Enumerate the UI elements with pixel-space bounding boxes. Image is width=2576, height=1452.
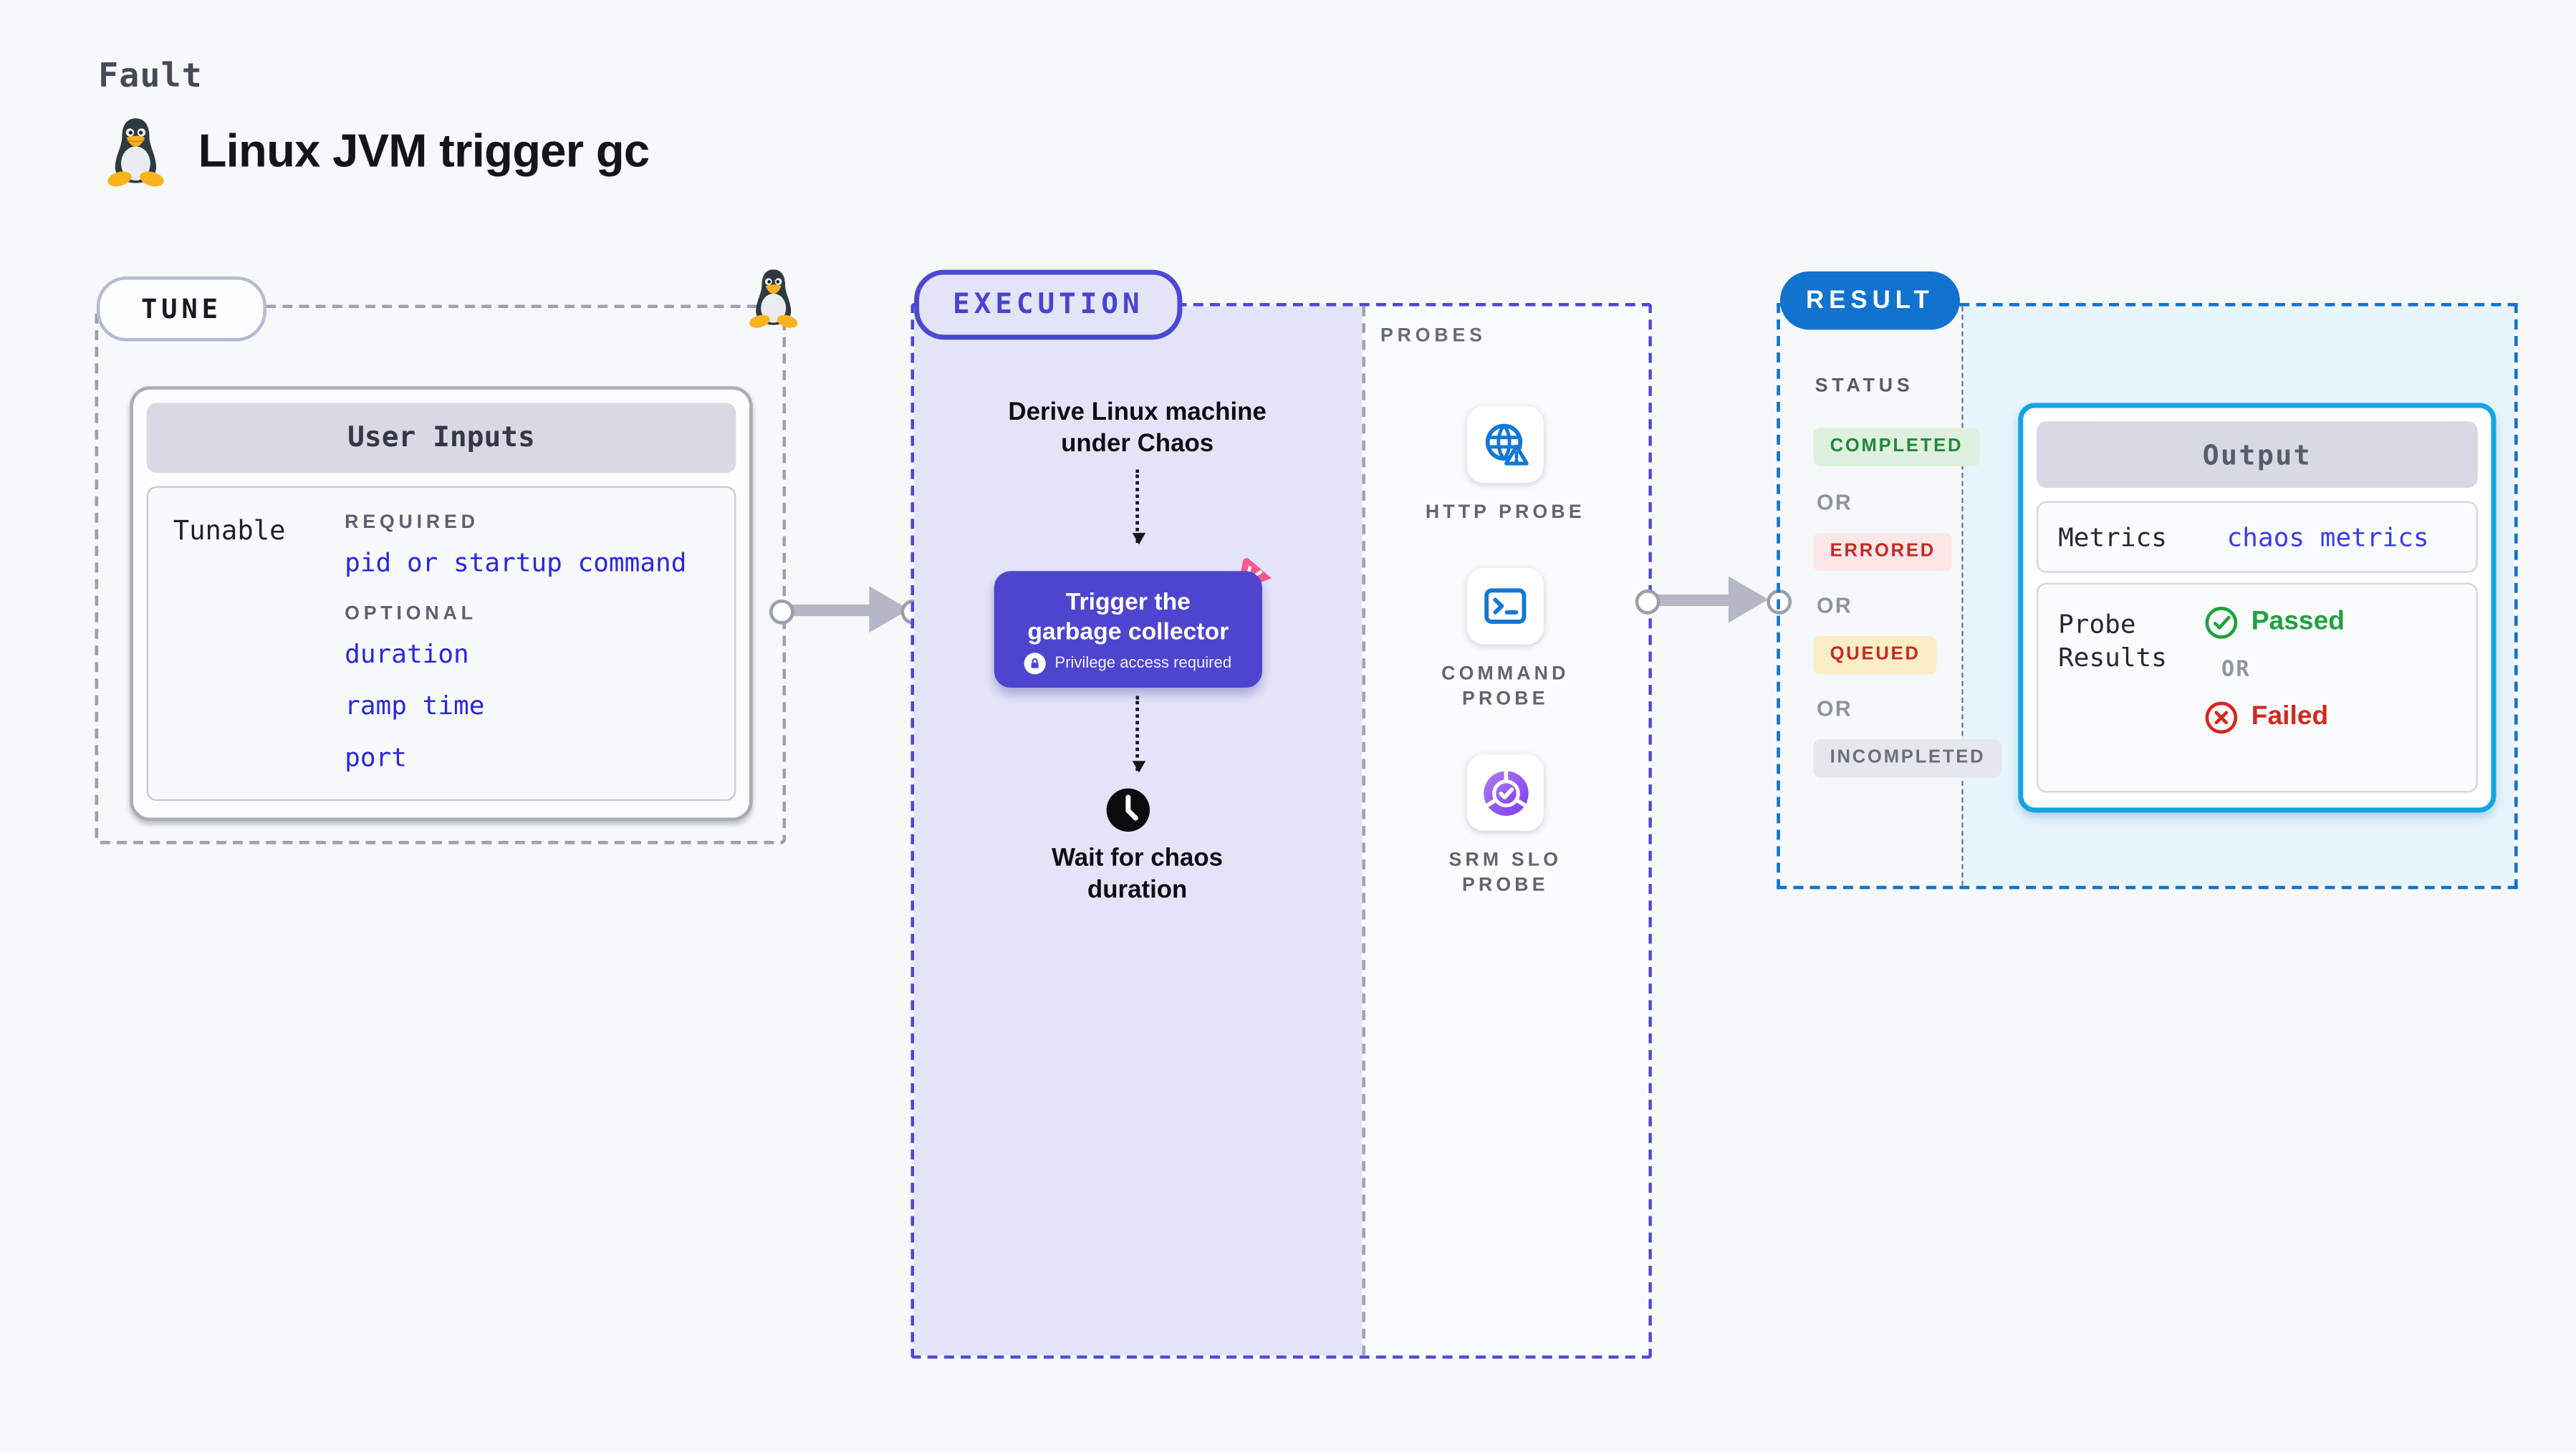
status-badge-queued: QUEUED: [1813, 635, 1938, 675]
dotted-arrow-down: [1132, 696, 1146, 773]
passed-result: Passed: [2205, 606, 2345, 639]
fault-kicker: Fault: [98, 54, 203, 95]
slo-donut-check-icon: [1483, 769, 1528, 815]
x-circle-icon: [2205, 701, 2238, 734]
terminal-icon: [1484, 588, 1527, 624]
http-probe-card[interactable]: [1466, 406, 1544, 484]
derive-step-label: Derive Linux machine under Chaos: [1008, 398, 1267, 458]
probe-results-row: Probe Results Passed OR: [2036, 582, 2478, 793]
user-inputs-card: User Inputs Tunable REQUIRED pid or star…: [130, 386, 753, 821]
connector-dot: [1635, 589, 1661, 615]
clock-icon: [1106, 788, 1150, 832]
dotted-arrow-down: [1132, 469, 1146, 545]
probes-label: PROBES: [1380, 326, 1486, 347]
status-badge-errored: ERRORED: [1813, 532, 1953, 572]
or-label: OR: [1817, 696, 1853, 721]
globe-alert-icon: [1484, 423, 1528, 465]
param-duration[interactable]: duration: [345, 639, 469, 670]
probe-label: SRM SLO PROBE: [1448, 850, 1562, 896]
status-badge-completed: COMPLETED: [1813, 428, 1980, 466]
probe-label: HTTP PROBE: [1425, 502, 1585, 523]
tunable-params: REQUIRED pid or startup command OPTIONAL…: [345, 508, 686, 794]
metrics-value[interactable]: chaos metrics: [2226, 521, 2429, 552]
tux-penguin-icon: [749, 269, 798, 328]
optional-label: OPTIONAL: [345, 604, 477, 625]
failed-result: Failed: [2205, 701, 2328, 734]
status-label: STATUS: [1815, 376, 1914, 397]
user-inputs-title: User Inputs: [146, 403, 736, 473]
srm-slo-probe-card[interactable]: [1466, 754, 1544, 831]
tunable-label: Tunable: [173, 514, 286, 547]
or-label: OR: [1817, 592, 1853, 618]
wait-step-label: Wait for chaos duration: [1052, 844, 1224, 905]
metrics-row[interactable]: Metrics chaos metrics: [2036, 501, 2478, 573]
metrics-label: Metrics: [2058, 521, 2167, 552]
result-badge[interactable]: RESULT: [1779, 271, 1960, 330]
tune-badge[interactable]: TUNE: [96, 276, 266, 342]
command-probe-card[interactable]: [1466, 567, 1544, 645]
output-title: Output: [2036, 421, 2478, 489]
check-circle-icon: [2205, 607, 2238, 639]
result-section: STATUS COMPLETED OR ERRORED OR QUEUED OR…: [1777, 303, 2518, 890]
tunable-panel: Tunable REQUIRED pid or startup command …: [146, 486, 736, 802]
output-card: Output Metrics chaos metrics Probe Resul…: [2018, 403, 2496, 813]
connector-dot: [769, 599, 794, 625]
tux-penguin-icon: [107, 118, 164, 187]
param-pid-or-startup-command[interactable]: pid or startup command: [345, 547, 687, 578]
probe-results-label: Probe Results: [2058, 609, 2167, 673]
lock-icon: [1024, 653, 1047, 675]
execution-section: Derive Linux machine under Chaos Trigger…: [910, 303, 1652, 1359]
probe-label: COMMAND PROBE: [1441, 664, 1570, 710]
param-ramp-time[interactable]: ramp time: [345, 691, 485, 721]
fault-action-node[interactable]: Trigger the garbage collector Privilege …: [994, 558, 1272, 688]
or-label: OR: [2221, 658, 2251, 683]
status-badge-incompleted: INCOMPLETED: [1813, 739, 2002, 778]
title-row: Linux JVM trigger gc: [102, 113, 650, 188]
or-label: OR: [1817, 489, 1853, 515]
tune-section: [95, 304, 787, 845]
lane-divider: [1961, 306, 1964, 886]
execution-badge[interactable]: EXECUTION: [914, 269, 1183, 340]
param-port[interactable]: port: [345, 742, 407, 773]
page-title: Linux JVM trigger gc: [198, 124, 650, 176]
lane-divider: [1362, 306, 1366, 1356]
required-label: REQUIRED: [345, 512, 479, 533]
privilege-note: Privilege access required: [1054, 654, 1232, 673]
